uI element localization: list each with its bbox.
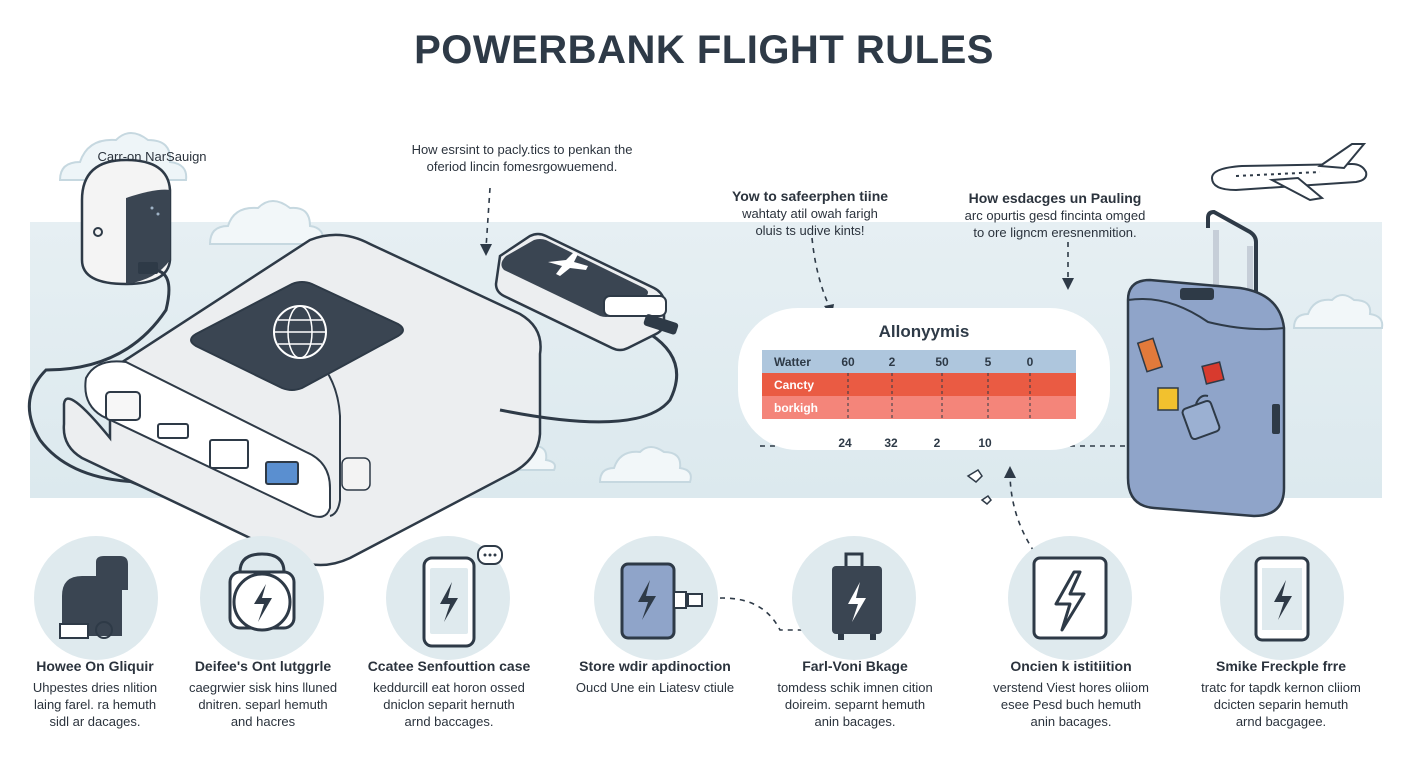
carry-on-bag-icon xyxy=(59,556,128,639)
table-row: Cancty xyxy=(762,373,1076,396)
popup-title: Allonyymis xyxy=(878,322,970,341)
row-label: Watter xyxy=(774,354,811,369)
table-cell: 60 xyxy=(841,354,855,369)
item-title: Smike Freckple frre xyxy=(1216,658,1346,674)
item-title: Store wdir apdinoction xyxy=(579,658,731,674)
right-note: How esdacges un Pauling arc opurtis gesd… xyxy=(964,190,1146,240)
powerbank-cable-icon xyxy=(620,562,703,640)
wall-adapter-icon xyxy=(80,158,172,286)
phone-icon xyxy=(494,232,679,352)
suitcase-icon xyxy=(1126,209,1286,518)
carry-on-label: Carr-on NarSauign xyxy=(97,149,207,164)
mid-note: Yow to safeerphen tiine wahtaty atil owa… xyxy=(731,188,889,238)
allowance-popup: Allonyymis Watter 60 2 50 5 0 Cancty bor… xyxy=(738,308,1110,450)
tablet-charging-icon xyxy=(1254,556,1310,642)
axis-label: 32 xyxy=(884,436,898,450)
table-row: borkigh xyxy=(762,396,1076,419)
item-title: Deifeе's Ont lutggrle xyxy=(194,658,332,674)
item-title: Howee On Gliquir xyxy=(36,658,154,674)
sparkle-icon xyxy=(966,468,992,506)
item-title: Ccatee Senfouttion case xyxy=(367,658,531,674)
lightning-warning-icon xyxy=(1032,556,1108,640)
item-description: Oucd Une ein Liatesv ctiule xyxy=(575,680,735,695)
axis-label: 10 xyxy=(978,436,992,450)
item-title: Farl-Voni Bkage xyxy=(802,658,908,674)
table-cell: 0 xyxy=(1026,354,1034,369)
airplane-icon xyxy=(1210,143,1368,202)
row-label: borkigh xyxy=(774,400,818,415)
battery-bag-icon xyxy=(228,552,296,632)
table-row: Watter 60 2 50 5 0 xyxy=(762,350,1076,373)
powerbank-icon xyxy=(62,233,542,567)
phone-charging-icon xyxy=(422,545,503,648)
table-dividers xyxy=(847,373,1031,419)
axis-label: 2 xyxy=(933,436,941,450)
checked-luggage-icon xyxy=(832,552,882,640)
top-note: How esrsint to pacly.tics to penkan the … xyxy=(411,142,633,174)
page-title: POWERBANK FLIGHT RULES xyxy=(414,28,994,72)
axis-label: 24 xyxy=(838,436,852,450)
table-cell: 5 xyxy=(984,354,992,369)
table-cell: 50 xyxy=(935,354,949,369)
allowance-table: Watter 60 2 50 5 0 Cancty borkigh 24 32 … xyxy=(762,350,1076,450)
table-cell: 2 xyxy=(888,354,896,369)
item-title: Oncien k istitiition xyxy=(1010,658,1132,674)
row-label: Cancty xyxy=(774,377,815,392)
